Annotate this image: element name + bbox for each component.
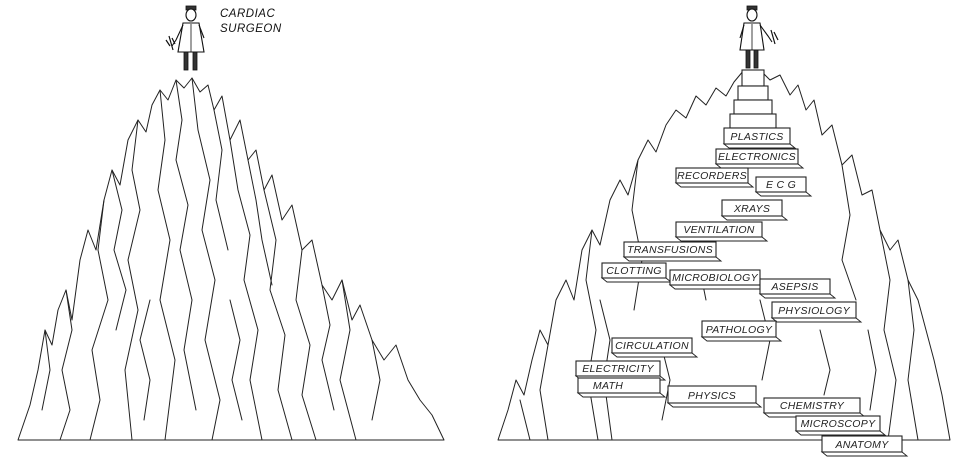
step-block: PATHOLOGY	[702, 321, 781, 341]
step-block: VENTILATION	[676, 222, 767, 241]
step-block: TRANSFUSIONS	[624, 242, 721, 261]
step-block: ELECTRONICS	[716, 149, 803, 168]
caption-cardiac: CARDIAC	[220, 8, 275, 20]
step-label: PLASTICS	[730, 131, 783, 143]
step-block: CHEMISTRY	[764, 398, 865, 417]
step-label: ASEPSIS	[770, 281, 818, 293]
step-label: VENTILATION	[683, 224, 754, 236]
step-block: ANATOMY	[822, 436, 907, 456]
step-block: PHYSIOLOGY	[772, 302, 861, 322]
step-block: XRAYS	[722, 200, 787, 220]
step-block: MICROSCOPY	[796, 416, 885, 435]
step-label: CLOTTING	[606, 265, 661, 277]
surgeon-figure-left	[166, 6, 204, 70]
step-block: MATH	[578, 378, 665, 397]
step-label: PHYSICS	[688, 390, 736, 402]
step-label: ELECTRICITY	[582, 363, 654, 375]
step-label: ELECTRONICS	[718, 151, 796, 163]
step-label: ANATOMY	[834, 439, 889, 451]
step-label: CIRCULATION	[615, 340, 689, 352]
caption-surgeon: SURGEON	[220, 23, 282, 35]
step-label: PATHOLOGY	[706, 324, 773, 336]
step-block: PHYSICS	[668, 386, 761, 407]
step-label: E C G	[766, 179, 796, 191]
step-label: MICROBIOLOGY	[672, 272, 759, 284]
right-mountain	[498, 70, 950, 440]
step-label: MATH	[593, 380, 623, 392]
surgeon-figure-right	[740, 6, 778, 68]
step-label: CHEMISTRY	[780, 400, 845, 412]
step-block: ASEPSIS	[760, 279, 835, 298]
step-block: PLASTICS	[724, 128, 795, 148]
step-block: ELECTRICITY	[576, 361, 665, 380]
step-block: CIRCULATION	[612, 338, 697, 357]
step-label: TRANSFUSIONS	[627, 244, 713, 256]
left-mountain	[18, 78, 444, 440]
step-block: RECORDERS	[676, 168, 753, 187]
step-block: CLOTTING	[602, 263, 671, 282]
step-block: E C G	[756, 177, 811, 196]
step-label: PHYSIOLOGY	[778, 305, 851, 317]
step-label: MICROSCOPY	[801, 418, 876, 430]
step-label: RECORDERS	[677, 170, 747, 182]
step-label: XRAYS	[733, 203, 770, 215]
step-block: MICROBIOLOGY	[670, 270, 765, 289]
